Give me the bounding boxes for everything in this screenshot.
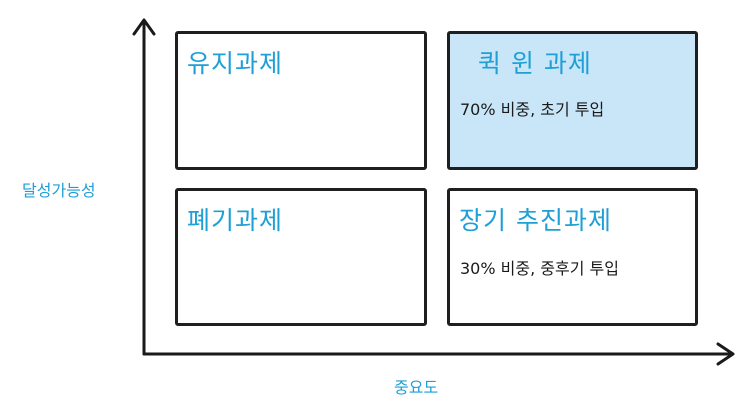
- quadrant-long-term: 장기 추진과제 30% 비중, 중후기 투입: [447, 188, 698, 326]
- quadrant-quick-win-title: 퀵 윈 과제: [478, 49, 592, 78]
- quadrant-discard: 폐기과제: [175, 188, 427, 326]
- quadrant-long-term-title: 장기 추진과제: [459, 206, 612, 235]
- quadrant-long-term-note: 30% 비중, 중후기 투입: [460, 259, 619, 278]
- x-axis-arrowhead: [716, 342, 735, 366]
- y-axis-label: 달성가능성: [22, 181, 96, 200]
- quadrant-quick-win-note: 70% 비중, 초기 투입: [460, 100, 605, 119]
- quadrant-maintain-title: 유지과제: [187, 49, 284, 78]
- quadrant-maintain: 유지과제: [175, 31, 427, 170]
- y-axis-arrowhead: [132, 18, 156, 36]
- quadrant-discard-title: 폐기과제: [187, 206, 284, 235]
- quadrant-quick-win: 퀵 윈 과제 70% 비중, 초기 투입: [447, 31, 698, 170]
- x-axis-label: 중요도: [394, 378, 439, 397]
